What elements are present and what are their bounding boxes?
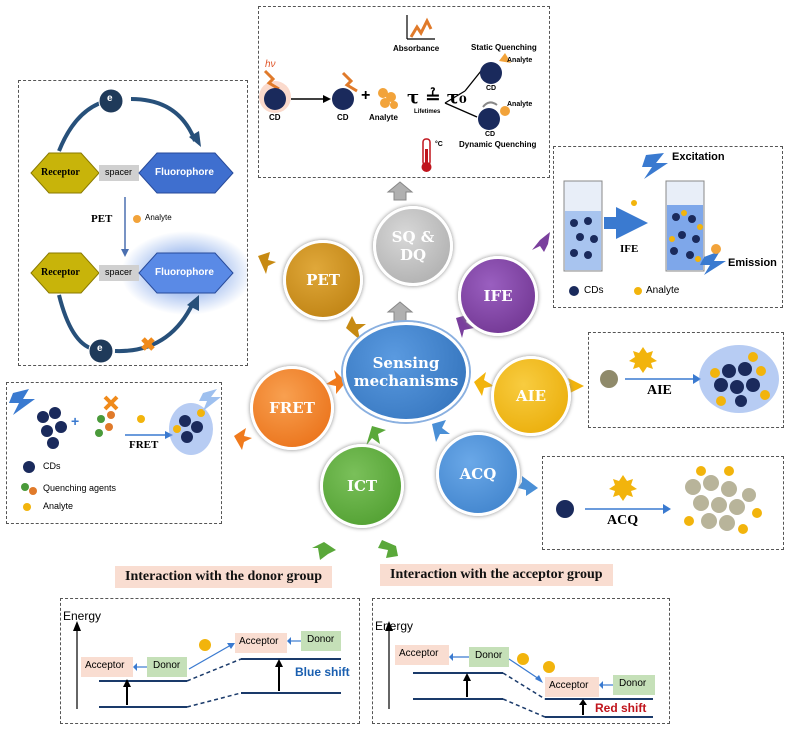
ict-donor-acceptor-2: Acceptor — [239, 636, 279, 647]
sqdq-node-label: SQ & DQ — [391, 228, 435, 264]
acq-panel: ACQ — [542, 456, 784, 550]
lifetime-equation: τ ≟ τ₀ — [407, 87, 467, 108]
absorbance-label: Absorbance — [393, 44, 440, 53]
fret-legend-quenching: Quenching agents — [43, 483, 117, 493]
acq-arrow-label: ACQ — [607, 513, 639, 528]
fluorophore-top: Fluorophore — [155, 167, 214, 178]
electron-bottom: e — [97, 343, 103, 354]
emission-label: Emission — [728, 257, 777, 269]
aie-arrow-label: AIE — [647, 383, 672, 398]
ict-donor-diagram — [73, 621, 341, 709]
fluorophore-bottom: Fluorophore — [155, 267, 214, 278]
ict-node[interactable]: ICT — [320, 444, 404, 528]
ict-acceptor-energy: Energy — [375, 619, 414, 633]
temperature-label: °C — [435, 141, 443, 148]
fret-legend-analyte: Analyte — [43, 501, 74, 511]
spacer-bottom: spacer — [105, 267, 133, 277]
ict-acceptor-donor-2: Donor — [619, 678, 647, 689]
ife-legend-cds: CDs — [584, 285, 604, 296]
ict-acceptor-panel: Energy Acceptor Donor Acceptor Donor Red… — [372, 598, 670, 724]
pet-panel: e Receptor spacer Fluorophore PET Analyt… — [18, 80, 248, 366]
center-label: Sensing mechanisms — [353, 354, 459, 390]
acq-illustration — [556, 466, 762, 534]
fret-node[interactable]: FRET — [250, 366, 334, 450]
blue-shift-label: Blue shift — [295, 665, 350, 679]
analyte-label: Analyte — [369, 113, 398, 122]
pet-arrow-label: PET — [91, 213, 113, 225]
fret-illustration — [9, 389, 221, 511]
ict-acceptor-donor-1: Donor — [475, 650, 503, 661]
pet-node-label: PET — [306, 271, 340, 289]
static-cd-label: CD — [486, 85, 497, 92]
center-node: Sensing mechanisms — [343, 322, 469, 422]
sqdq-panel: Absorbance hν CD CD + Analyte τ ≟ τ₀ Lif… — [258, 6, 550, 178]
plus-sign: + — [361, 87, 371, 104]
hv-label: hν — [265, 59, 276, 70]
static-quenching-label: Static Quenching — [471, 43, 537, 52]
electron-top: e — [107, 93, 113, 104]
aie-node-label: AIE — [515, 387, 547, 405]
dynamic-quenching-label: Dynamic Quenching — [459, 140, 537, 149]
cd-label-1: CD — [269, 113, 281, 122]
ict-donor-acceptor-1: Acceptor — [85, 660, 125, 671]
ife-legend-analyte: Analyte — [646, 285, 680, 296]
aie-illustration — [600, 345, 779, 413]
ict-acceptor-diagram — [385, 621, 655, 718]
red-shift-label: Red shift — [595, 701, 647, 715]
ife-node[interactable]: IFE — [458, 256, 538, 336]
ict-donor-donor-1: Donor — [153, 660, 181, 671]
ife-node-label: IFE — [483, 287, 513, 305]
ict-donor-donor-2: Donor — [307, 634, 335, 645]
spacer-top: spacer — [105, 167, 133, 177]
ife-arrow-label: IFE — [620, 243, 639, 255]
excitation-label: Excitation — [672, 151, 725, 163]
fret-arrow-label: FRET — [129, 439, 159, 451]
sqdq-node[interactable]: SQ & DQ — [373, 206, 453, 286]
fret-panel: + FRET CDs Quenching agents Analyte — [6, 382, 222, 524]
lifetimes-label: Lifetimes — [414, 109, 441, 115]
ict-donor-panel: Energy Acceptor Donor Acceptor Donor Blu… — [60, 598, 360, 724]
pet-illustration — [30, 88, 247, 364]
ict-acceptor-acceptor-2: Acceptor — [549, 680, 589, 691]
acceptor-group-title: Interaction with the acceptor group — [380, 564, 613, 586]
ife-panel: Excitation IFE Emission CDs Analyte — [553, 146, 783, 308]
ife-illustration — [563, 153, 726, 296]
fret-node-label: FRET — [269, 399, 315, 417]
ict-donor-energy: Energy — [63, 609, 102, 623]
fret-legend-cds: CDs — [43, 461, 61, 471]
fret-plus: + — [71, 413, 80, 429]
acq-node[interactable]: ACQ — [436, 432, 520, 516]
sqdq-illustration — [259, 15, 511, 172]
dynamic-cd-label: CD — [485, 131, 496, 138]
acq-node-label: ACQ — [459, 465, 497, 483]
ict-acceptor-acceptor-1: Acceptor — [399, 648, 439, 659]
pet-node[interactable]: PET — [283, 240, 363, 320]
dynamic-analyte-label: Analyte — [507, 101, 533, 108]
cd-label-2: CD — [337, 113, 349, 122]
receptor-bottom: Receptor — [41, 267, 80, 278]
static-analyte-label: Analyte — [507, 57, 533, 64]
aie-node[interactable]: AIE — [491, 356, 571, 436]
pet-analyte-label: Analyte — [145, 213, 172, 222]
receptor-top: Receptor — [41, 167, 80, 178]
donor-group-title: Interaction with the donor group — [115, 566, 333, 588]
aie-panel: AIE — [588, 332, 784, 428]
ict-node-label: ICT — [346, 477, 378, 495]
